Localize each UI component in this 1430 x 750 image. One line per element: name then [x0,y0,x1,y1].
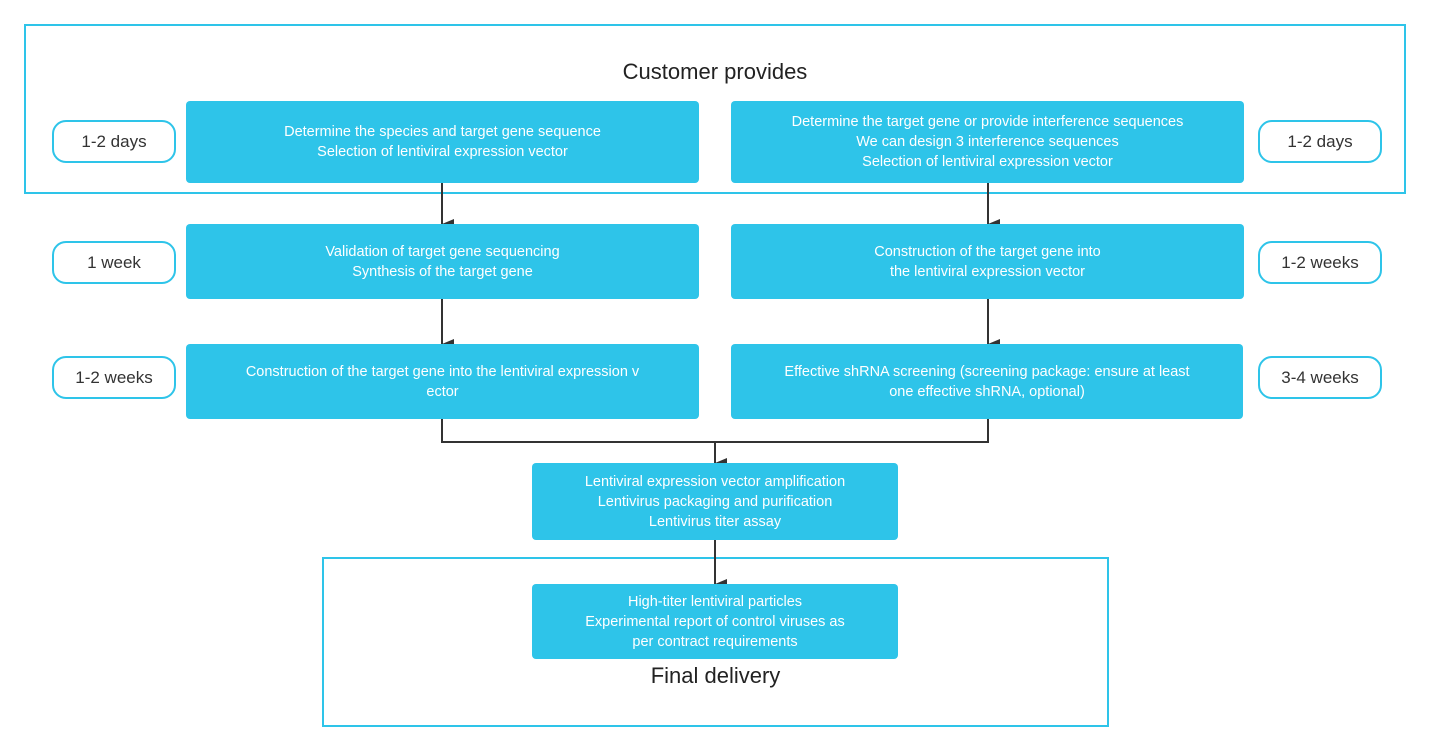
final-delivery-title: Final delivery [650,663,781,688]
duration-badge-left-1: 1-2 days [52,120,176,163]
step-left-species-selection: Determine the species and target gene se… [186,101,699,183]
merge-connector [441,419,989,443]
step-text: Determine the target gene or provide int… [791,114,1184,170]
duration-badge-left-2: 1 week [52,241,176,284]
step-text: Construction of the target gene into the… [874,243,1101,280]
step-amplification-packaging: Lentiviral expression vector amplificati… [532,463,898,540]
step-text: Construction of the target gene into the… [245,363,640,400]
step-final-deliverables: High-titer lentiviral particles Experime… [532,584,898,659]
duration-badge-right-2: 1-2 weeks [1258,241,1382,284]
step-right-construction: Construction of the target gene into the… [731,224,1244,299]
step-right-target-gene: Determine the target gene or provide int… [731,101,1244,183]
duration-badge-left-3: 1-2 weeks [52,356,176,399]
step-text: Effective shRNA screening (screening pac… [784,363,1190,400]
step-text: Determine the species and target gene se… [284,124,601,160]
step-text: Validation of target gene sequencing Syn… [325,243,560,280]
duration-badge-right-1: 1-2 days [1258,120,1382,163]
customer-provides-frame: Customer provides [24,24,1406,194]
duration-badge-right-3: 3-4 weeks [1258,356,1382,399]
customer-provides-title: Customer provides [622,59,808,84]
step-text: Lentiviral expression vector amplificati… [584,473,846,530]
step-text: High-titer lentiviral particles Experime… [585,593,845,650]
step-left-validation-synthesis: Validation of target gene sequencing Syn… [186,224,699,299]
step-right-shrna-screening: Effective shRNA screening (screening pac… [731,344,1243,419]
step-left-construction: Construction of the target gene into the… [186,344,699,419]
